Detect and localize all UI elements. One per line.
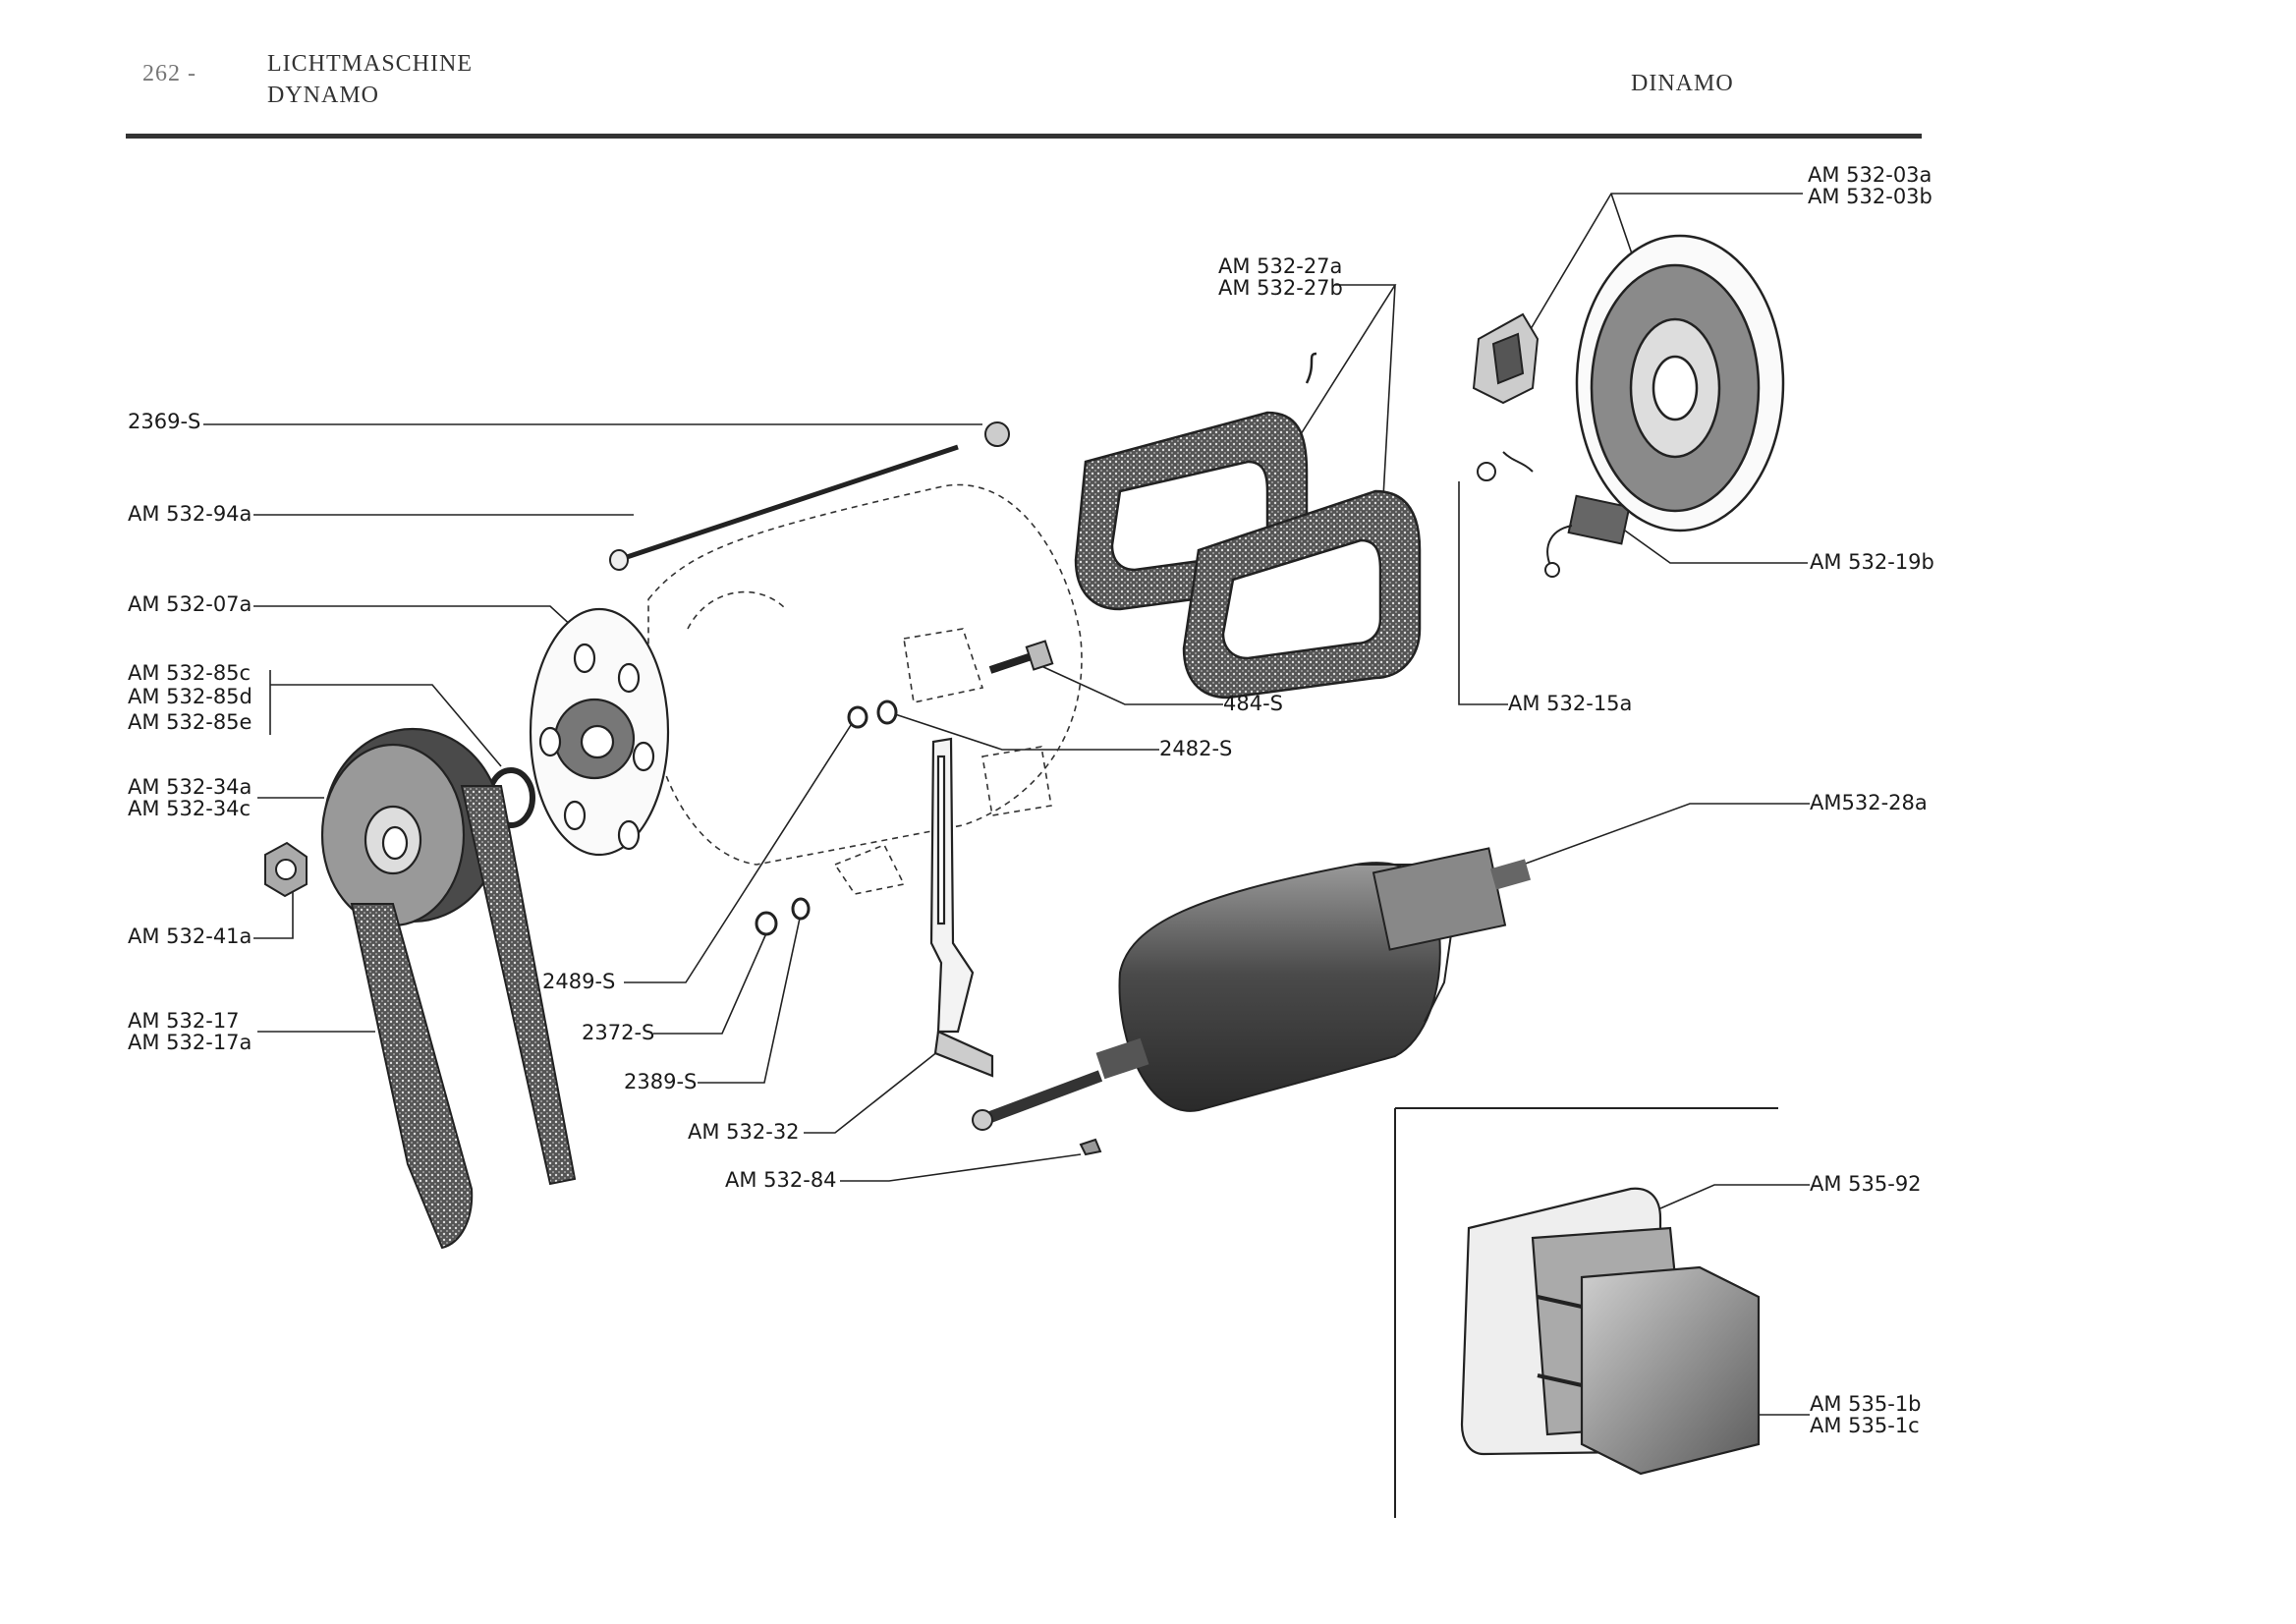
label-am-532-94a: AM 532-94a [128,502,252,526]
pulley [320,727,503,927]
label-2389-s: 2389-S [624,1070,698,1093]
screw-484-s [988,640,1054,674]
rear-end-plate [1575,234,1785,532]
label-am-532-15a: AM 532-15a [1508,692,1633,715]
label-2489-s: 2489-S [542,970,616,993]
page-number: 262 - [142,61,196,86]
leader-lines [203,193,1810,1416]
small-hardware [755,700,898,936]
label-am-535-1c: AM 535-1c [1810,1414,1920,1437]
label-am-532-34c: AM 532-34c [128,797,252,820]
leader-2489-s [624,721,854,983]
brush-gear [1472,312,1631,578]
leader-am-532-85 [270,684,502,767]
label-am-535-1b: AM 535-1b [1810,1392,1922,1416]
voltage-regulator [1460,1187,1761,1476]
leader-am-532-15a [1458,481,1508,705]
housing-outline [647,483,1083,895]
label-am-535-92: AM 535-92 [1810,1172,1922,1196]
leader-am-532-19b [1610,520,1808,564]
leader-am-535-92 [1659,1184,1810,1209]
regulator-inset-frame [1394,1107,1778,1518]
header-rule [126,134,1922,139]
leader-am-532-28a [1522,803,1810,866]
label-2482-s: 2482-S [1159,737,1233,760]
label-am-532-03a: AM 532-03a [1808,163,1932,187]
leader-am-532-41a [253,889,294,939]
leader-am-532-07a [253,605,576,630]
label-am-532-17a: AM 532-17a [128,1031,252,1054]
label-am-532-84: AM 532-84 [725,1168,837,1192]
label-2372-s: 2372-S [582,1021,655,1044]
v-belt [350,785,577,1250]
label-am-532-03b: AM 532-03b [1808,185,1932,208]
label-484-s: 484-S [1223,692,1283,715]
title-english: DYNAMO [267,83,379,108]
label-am-532-19b: AM 532-19b [1810,550,1934,574]
leader-am-532-84 [840,1153,1082,1182]
label-am-532-85e: AM 532-85e [128,710,252,734]
through-bolt [609,421,1010,571]
tension-strap [929,737,994,1078]
title-italian: DINAMO [1631,71,1734,96]
title-german: LICHTMASCHINE [267,51,473,77]
leader-2389-s [698,913,802,1084]
label-am-532-85d: AM 532-85d [128,685,252,708]
armature [972,847,1532,1156]
label-am-532-07a: AM 532-07a [128,592,252,616]
label-am-532-34a: AM 532-34a [128,775,252,799]
leader-2482-s [888,711,1159,751]
label-am-532-85c: AM 532-85c [128,661,252,685]
front-end-plate [529,607,670,857]
label-am-532-27b: AM 532-27b [1218,276,1343,300]
label-am-532-17: AM 532-17 [128,1009,240,1033]
label-am-532-41a: AM 532-41a [128,924,252,948]
leader-484-s [1040,665,1223,705]
label-am-532-27a: AM 532-27a [1218,254,1343,278]
label-am-532-32: AM 532-32 [688,1120,800,1144]
leader-am-532-32 [804,1050,939,1134]
label-2369-s: 2369-S [128,410,201,433]
field-coils [1074,352,1422,700]
leader-2372-s [653,932,767,1035]
pulley-nut [264,841,308,898]
label-am-532-28a: AM532-28a [1810,791,1928,814]
